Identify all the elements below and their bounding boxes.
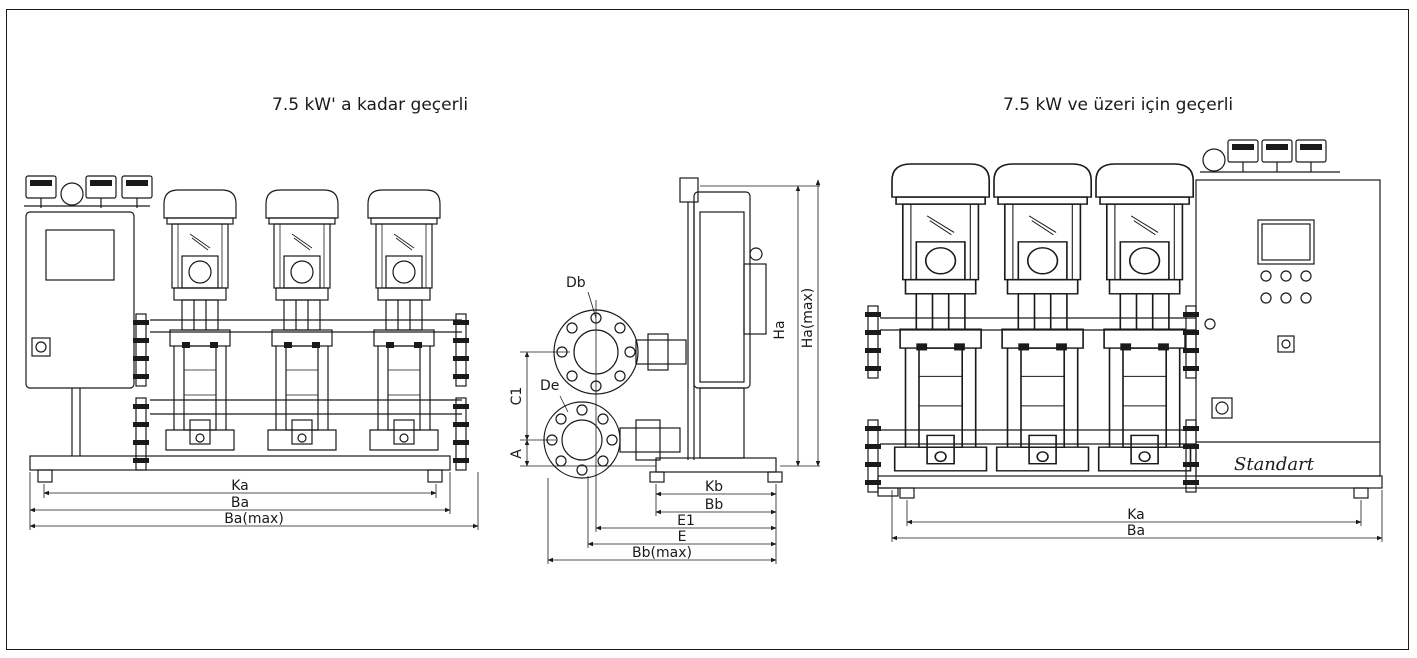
dim-c1: C1 bbox=[509, 387, 525, 406]
dim-kb: Kb bbox=[705, 479, 723, 495]
dim-right-ka: Ka bbox=[1127, 507, 1145, 523]
dim-left-ka: Ka bbox=[231, 478, 249, 494]
dim-right-ba: Ba bbox=[1127, 523, 1145, 539]
caption-right: 7.5 kW ve üzeri için geçerli bbox=[1003, 95, 1234, 115]
dim-bb: Bb bbox=[705, 497, 724, 513]
dim-left-ba-max: Ba(max) bbox=[224, 511, 284, 527]
dim-bb-max: Bb(max) bbox=[632, 545, 692, 561]
drawing-frame bbox=[6, 9, 1409, 650]
label-db: Db bbox=[566, 275, 586, 291]
dim-ha-max: Ha(max) bbox=[800, 288, 816, 349]
dim-e1: E1 bbox=[677, 513, 695, 529]
caption-left: 7.5 kW' a kadar geçerli bbox=[272, 95, 469, 115]
right-view: Standart Ka Ba bbox=[864, 139, 1383, 542]
dim-left-ba: Ba bbox=[231, 495, 249, 511]
label-de: De bbox=[540, 378, 559, 394]
left-view: Ka Ba Ba(max) bbox=[24, 175, 479, 530]
brand-logo: Standart bbox=[1234, 454, 1315, 475]
dim-e: E bbox=[678, 529, 687, 545]
side-view: Ha Ha(max) C1 A Db De Kb Bb E1 E Bb(max) bbox=[509, 177, 821, 564]
dim-a: A bbox=[509, 449, 525, 459]
dim-ha: Ha bbox=[772, 320, 788, 339]
